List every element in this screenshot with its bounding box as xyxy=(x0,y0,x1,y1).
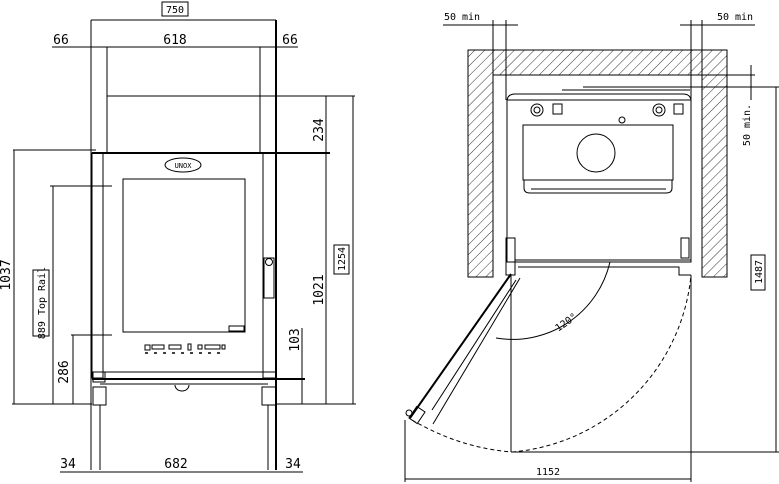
overall-width-box xyxy=(161,1,189,17)
side-right-label: 66 xyxy=(282,33,298,48)
tray-height-label: 286 xyxy=(57,360,72,383)
oven-height-label: 1021 xyxy=(312,274,327,305)
clearance-right-label: 50 min xyxy=(717,12,753,23)
logo-text: UNOX xyxy=(175,162,193,170)
foot-left-label: 34 xyxy=(60,457,76,472)
foot-left xyxy=(92,386,107,406)
left-height-label: 1037 xyxy=(0,259,14,290)
foot-right-label: 34 xyxy=(285,457,301,472)
base-width-label: 682 xyxy=(164,457,187,472)
plan-view: 50 min 50 min 50 min. xyxy=(404,12,779,482)
front-view: 750 66 618 66 UNOX xyxy=(0,1,356,473)
top-rail-label: 889 Top Rail xyxy=(37,267,48,339)
clearance-left-label: 50 min xyxy=(444,12,480,23)
oven-plan-body xyxy=(506,99,692,263)
swing-width-label: 1152 xyxy=(536,467,560,478)
logo xyxy=(164,157,202,173)
total-height-box xyxy=(333,244,350,275)
fan-compartment xyxy=(522,124,674,181)
side-left-label: 66 xyxy=(53,33,69,48)
door-angle-label: 120° xyxy=(554,312,580,335)
fan xyxy=(576,133,616,173)
depth-label: 1487 xyxy=(754,260,765,284)
overall-width-label: 750 xyxy=(166,5,184,16)
open-door xyxy=(405,273,521,425)
top-rail-box xyxy=(32,269,50,337)
depth-box xyxy=(750,254,766,291)
clearance-back-label: 50 min. xyxy=(742,104,753,146)
oven-left-frame xyxy=(91,152,104,379)
door-swing-arc xyxy=(511,274,692,453)
control-panel xyxy=(144,343,226,354)
rack-width-label: 618 xyxy=(163,33,186,48)
door-window xyxy=(122,178,246,333)
door-handle xyxy=(263,257,275,299)
total-height-label: 1254 xyxy=(337,247,348,271)
foot-right xyxy=(261,386,277,406)
angle-arc xyxy=(495,261,611,340)
top-height-label: 234 xyxy=(312,118,327,142)
base-height-label: 103 xyxy=(288,328,303,351)
